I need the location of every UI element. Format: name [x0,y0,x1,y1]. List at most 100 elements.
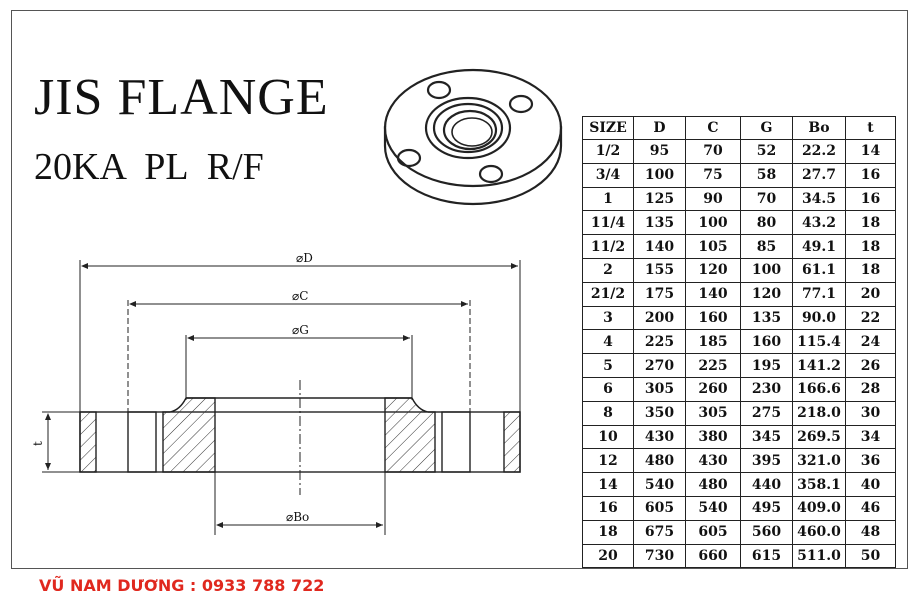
table-cell: 95 [633,139,686,164]
bolt-hole [396,148,422,168]
table-cell: 18 [845,234,896,259]
table-cell: 90.0 [792,305,846,331]
table-cell: 269.5 [792,424,846,450]
table-cell: 6 [582,376,634,402]
table-cell: 14 [845,139,896,164]
flange-outer-face [383,68,563,188]
dim-label-bo: ⌀Bo [286,510,309,524]
column-header: SIZE [582,116,634,140]
table-cell: 16 [845,186,896,212]
table-cell: 77.1 [792,281,846,307]
table-cell: 155 [633,257,686,283]
table-cell: 358.1 [792,472,846,497]
table-cell: 20 [582,543,634,569]
table-cell: 18 [582,519,634,545]
table-cell: 16 [582,495,634,521]
table-cell: 11/2 [582,234,634,259]
table-cell: 409.0 [792,495,846,521]
flange-edge [383,126,563,206]
table-cell: 140 [685,281,741,307]
table-cell: 140 [633,234,686,259]
dim-label-t: t [31,441,45,446]
column-header: D [633,116,686,140]
table-cell: 8 [582,400,634,426]
table-cell: 125 [633,186,686,212]
table-cell: 660 [685,543,741,569]
table-cell: 225 [685,353,741,378]
table-cell: 175 [633,281,686,307]
table-cell: 380 [685,424,741,450]
table-cell: 75 [685,162,741,188]
table-cell: 21/2 [582,281,634,307]
table-cell: 3 [582,305,634,331]
column-header: G [740,116,793,140]
flange-section-drawing: ⌀D ⌀C ⌀G ⌀Bo t [31,251,521,535]
table-cell: 4 [582,329,634,355]
table-cell: 100 [633,162,686,188]
table-cell: 26 [845,353,896,378]
table-cell: 260 [685,376,741,402]
table-cell: 135 [740,305,793,331]
page-subtitle: 20KA PL R/F [34,146,264,188]
table-cell: 80 [740,210,793,236]
table-cell: 52 [740,139,793,164]
page-title: JIS FLANGE [34,69,329,126]
page-frame [11,10,908,569]
table-cell: 70 [685,139,741,164]
table-cell: 14 [582,472,634,497]
table-cell: 275 [740,400,793,426]
table-cell: 40 [845,472,896,497]
table-cell: 270 [633,353,686,378]
table-cell: 10 [582,424,634,450]
table-cell: 675 [633,519,686,545]
table-cell: 115.4 [792,329,846,355]
table-cell: 11/4 [582,210,634,236]
flange-isometric-illustration [383,68,563,206]
table-cell: 3/4 [582,162,634,188]
raised-face-inner [432,102,504,154]
table-cell: 50 [845,543,896,569]
table-cell: 395 [740,448,793,474]
table-cell: 34 [845,424,896,450]
table-cell: 5 [582,353,634,378]
table-cell: 135 [633,210,686,236]
table-cell: 218.0 [792,400,846,426]
table-cell: 120 [685,257,741,283]
table-cell: 48 [845,519,896,545]
table-cell: 90 [685,186,741,212]
table-cell: 141.2 [792,353,846,378]
table-cell: 22 [845,305,896,331]
table-cell: 30 [845,400,896,426]
table-cell: 560 [740,519,793,545]
table-cell: 195 [740,353,793,378]
table-cell: 36 [845,448,896,474]
table-cell: 230 [740,376,793,402]
table-cell: 49.1 [792,234,846,259]
table-cell: 225 [633,329,686,355]
table-cell: 1/2 [582,139,634,164]
table-cell: 12 [582,448,634,474]
table-cell: 480 [633,448,686,474]
contact-footer: VŨ NAM DƯƠNG : 0933 788 722 [39,576,325,595]
bolt-hole [426,80,452,100]
table-cell: 160 [740,329,793,355]
table-cell: 61.1 [792,257,846,283]
dim-label-c: ⌀C [292,289,308,303]
table-cell: 100 [685,210,741,236]
table-cell: 22.2 [792,139,846,164]
table-cell: 27.7 [792,162,846,188]
table-cell: 605 [685,519,741,545]
table-cell: 540 [633,472,686,497]
table-cell: 460.0 [792,519,846,545]
